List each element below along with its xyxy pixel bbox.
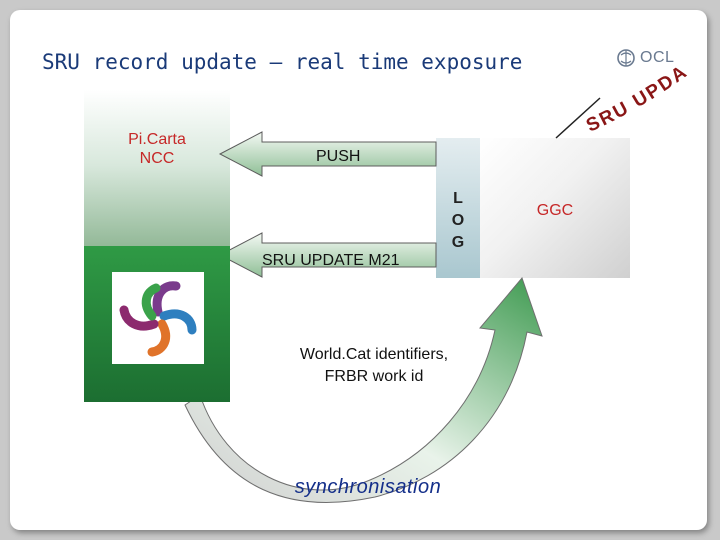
worldcat-identifiers-label: World.Cat identifiers, FRBR work id [299, 346, 449, 385]
worldcat-swirl-icon [119, 281, 197, 357]
sru-update-arrow [218, 232, 437, 278]
slide: SRU record update – real time exposure O… [10, 10, 707, 530]
oclc-logo-text: OCL [640, 49, 675, 66]
oclc-logo: OCL [616, 48, 674, 68]
slide-title: SRU record update – real time exposure [42, 50, 523, 74]
diagram-arrows [184, 97, 601, 503]
worldcat-logo [112, 272, 204, 364]
banner-connector-line [555, 97, 601, 139]
sru-update-banner: SRU UPDATE [580, 60, 700, 140]
synchronisation-label: synchronisation [294, 476, 442, 498]
push-label: PUSH [316, 148, 361, 165]
worldcat-box [84, 246, 230, 402]
picarta-ncc-box: Pi.Carta NCC [84, 90, 230, 258]
log-box: L O G [436, 138, 480, 278]
picarta-ncc-label: Pi.Carta NCC [128, 131, 186, 167]
ggc-box: GGC [480, 138, 630, 278]
synchronisation-curved-arrow [184, 277, 543, 503]
log-label: L O G [451, 190, 465, 251]
oclc-globe-icon [617, 49, 635, 67]
sru-update-m21-label: SRU UPDATE M21 [262, 252, 400, 269]
push-arrow [218, 131, 437, 177]
ggc-label: GGC [536, 202, 574, 219]
